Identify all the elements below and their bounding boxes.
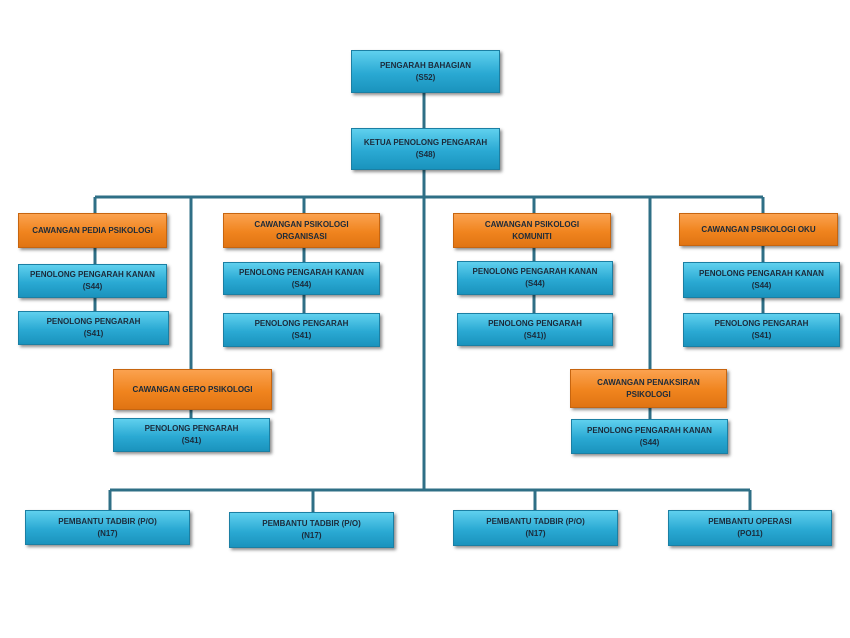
node-grade: (S44) (291, 279, 312, 289)
node-grade: (S41) (291, 331, 312, 340)
node-pedia-pp: PENOLONG PENGARAH (S41) (18, 311, 169, 345)
node-grade: (S44) (639, 437, 660, 447)
node-title: PEMBANTU TADBIR (P/O) (262, 519, 361, 528)
node-title: PENOLONG PENGARAH KANAN (30, 270, 155, 279)
node-pedia-ppk: PENOLONG PENGARAH KANAN (S44) (18, 264, 167, 298)
node-organisasi-pp: PENOLONG PENGARAH (S41) (223, 313, 380, 347)
node-grade: (S44) (751, 281, 772, 290)
node-deputy: KETUA PENOLONG PENGARAH (S48) (351, 128, 500, 170)
node-grade: (S48) (415, 150, 436, 159)
node-support-3: PEMBANTU TADBIR (P/O) (N17) (453, 510, 618, 546)
node-title: PENOLONG PENGARAH (488, 318, 582, 328)
node-oku-pp: PENOLONG PENGARAH (S41) (683, 313, 840, 347)
node-title: CAWANGAN GERO PSIKOLOGI (132, 384, 253, 394)
node-oku-ppk: PENOLONG PENGARAH KANAN (S44) (683, 262, 840, 298)
node-support-1: PEMBANTU TADBIR (P/O) (N17) (25, 510, 190, 545)
node-title: CAWANGAN PSIKOLOGI (484, 219, 580, 229)
node-grade: (PO11) (737, 529, 763, 538)
node-title: CAWANGAN PEDIA PSIKOLOGI (32, 225, 153, 235)
node-title: PENOLONG PENGARAH KANAN (239, 267, 364, 277)
node-title: CAWANGAN PSIKOLOGI OKU (701, 224, 816, 234)
node-title: CAWANGAN PENAKSIRAN (597, 377, 700, 387)
node-support-2: PEMBANTU TADBIR (P/O) (N17) (229, 512, 394, 548)
branch-pedia: CAWANGAN PEDIA PSIKOLOGI (18, 213, 167, 248)
branch-organisasi: CAWANGAN PSIKOLOGI ORGANISASI (223, 213, 380, 248)
node-title: CAWANGAN PSIKOLOGI (254, 219, 349, 229)
branch-penaksiran: CAWANGAN PENAKSIRAN PSIKOLOGI (570, 369, 727, 408)
node-grade: (S41) (181, 436, 202, 445)
branch-oku: CAWANGAN PSIKOLOGI OKU (679, 213, 838, 246)
node-title: PEMBANTU TADBIR (P/O) (486, 517, 585, 526)
node-komuniti-ppk: PENOLONG PENGARAH KANAN (S44) (457, 261, 613, 295)
node-penaksiran-ppk: PENOLONG PENGARAH KANAN (S44) (571, 419, 728, 454)
node-title: KOMUNITI (512, 231, 552, 241)
node-title: ORGANISASI (276, 231, 327, 241)
node-title: PENOLONG PENGARAH (254, 319, 349, 328)
node-title: PENOLONG PENGARAH (144, 424, 239, 433)
node-director: PENGARAH BAHAGIAN (S52) (351, 50, 500, 93)
branch-gero: CAWANGAN GERO PSIKOLOGI (113, 369, 272, 410)
node-title: PENOLONG PENGARAH KANAN (587, 425, 712, 435)
node-grade: (N17) (301, 531, 322, 540)
node-grade: (N17) (525, 529, 546, 538)
node-grade: (S52) (415, 72, 436, 82)
node-grade: (S41) (751, 331, 772, 340)
node-grade: (S44) (525, 279, 545, 288)
node-grade: (S41) (83, 329, 104, 338)
node-title: PEMBANTU OPERASI (708, 517, 792, 526)
node-organisasi-ppk: PENOLONG PENGARAH KANAN (S44) (223, 262, 380, 295)
node-title: PENOLONG PENGARAH (714, 319, 809, 328)
node-title: PSIKOLOGI (626, 389, 671, 399)
node-support-4: PEMBANTU OPERASI (PO11) (668, 510, 832, 546)
node-komuniti-pp: PENOLONG PENGARAH (S41)) (457, 313, 613, 346)
node-title: PENOLONG PENGARAH (46, 317, 141, 326)
node-title: PENGARAH BAHAGIAN (379, 60, 472, 70)
branch-komuniti: CAWANGAN PSIKOLOGI KOMUNITI (453, 213, 611, 248)
node-title: KETUA PENOLONG PENGARAH (363, 138, 488, 147)
node-grade: (N17) (97, 528, 118, 538)
node-grade: (S41)) (523, 330, 547, 340)
node-title: PEMBANTU TADBIR (P/O) (58, 516, 157, 526)
node-grade: (S44) (82, 282, 103, 291)
node-gero-pp: PENOLONG PENGARAH (S41) (113, 418, 270, 452)
node-title: PENOLONG PENGARAH KANAN (472, 267, 598, 276)
node-title: PENOLONG PENGARAH KANAN (699, 269, 824, 278)
